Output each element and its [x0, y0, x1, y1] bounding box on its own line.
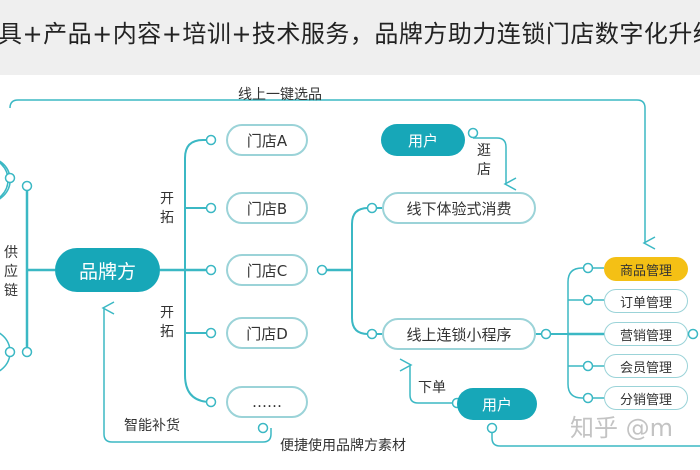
dot	[205, 264, 217, 276]
supply-chain-label: 供应链	[4, 245, 18, 299]
online-channel-node: 线上连锁小程序	[382, 318, 536, 350]
offline-channel-node: 线下体验式消费	[382, 192, 536, 224]
dot	[366, 202, 378, 214]
expand-label-bottom: 开拓	[160, 305, 174, 340]
store-node-c: 门店C	[226, 254, 308, 286]
mgmt-product-node: 商品管理	[604, 257, 688, 281]
dot	[316, 264, 328, 276]
store-node-b: 门店B	[226, 192, 308, 224]
store-node-d: 门店D	[226, 317, 308, 349]
dot	[205, 202, 217, 214]
dot	[467, 127, 479, 139]
brand-node: 品牌方	[55, 248, 160, 292]
dot	[4, 172, 16, 184]
dot	[540, 328, 552, 340]
dot	[205, 134, 217, 146]
dot	[582, 294, 594, 306]
dot	[4, 346, 16, 358]
mgmt-distribution-node: 分销管理	[604, 386, 688, 410]
dot	[687, 328, 699, 340]
online-selection-label: 线上一键选品	[238, 87, 322, 103]
user-node-bottom: 用户	[457, 388, 537, 420]
dot	[21, 180, 33, 192]
expand-label-top: 开拓	[160, 191, 174, 226]
dot	[486, 422, 498, 434]
dot	[366, 328, 378, 340]
dot	[582, 262, 594, 274]
user-node-top: 用户	[381, 124, 465, 156]
watermark: 知乎 @m	[570, 414, 674, 442]
dot	[582, 360, 594, 372]
mgmt-marketing-node: 营销管理	[604, 322, 688, 346]
dot	[21, 346, 33, 358]
title-bar: 具+产品+内容+培训+技术服务，品牌方助力连锁门店数字化升级	[0, 0, 700, 75]
dot	[582, 392, 594, 404]
dot	[205, 327, 217, 339]
store-node-a: 门店A	[226, 124, 308, 156]
browse-label: 逛店	[477, 143, 491, 178]
materials-label: 便捷使用品牌方素材	[280, 438, 406, 454]
dot	[257, 422, 269, 434]
order-label: 下单	[418, 380, 446, 396]
smart-restock-label: 智能补货	[124, 418, 180, 434]
page-title: 具+产品+内容+培训+技术服务，品牌方助力连锁门店数字化升级	[0, 20, 700, 48]
dot	[205, 396, 217, 408]
store-node-more: ……	[226, 386, 308, 418]
mgmt-order-node: 订单管理	[604, 289, 688, 313]
mgmt-member-node: 会员管理	[604, 354, 688, 378]
